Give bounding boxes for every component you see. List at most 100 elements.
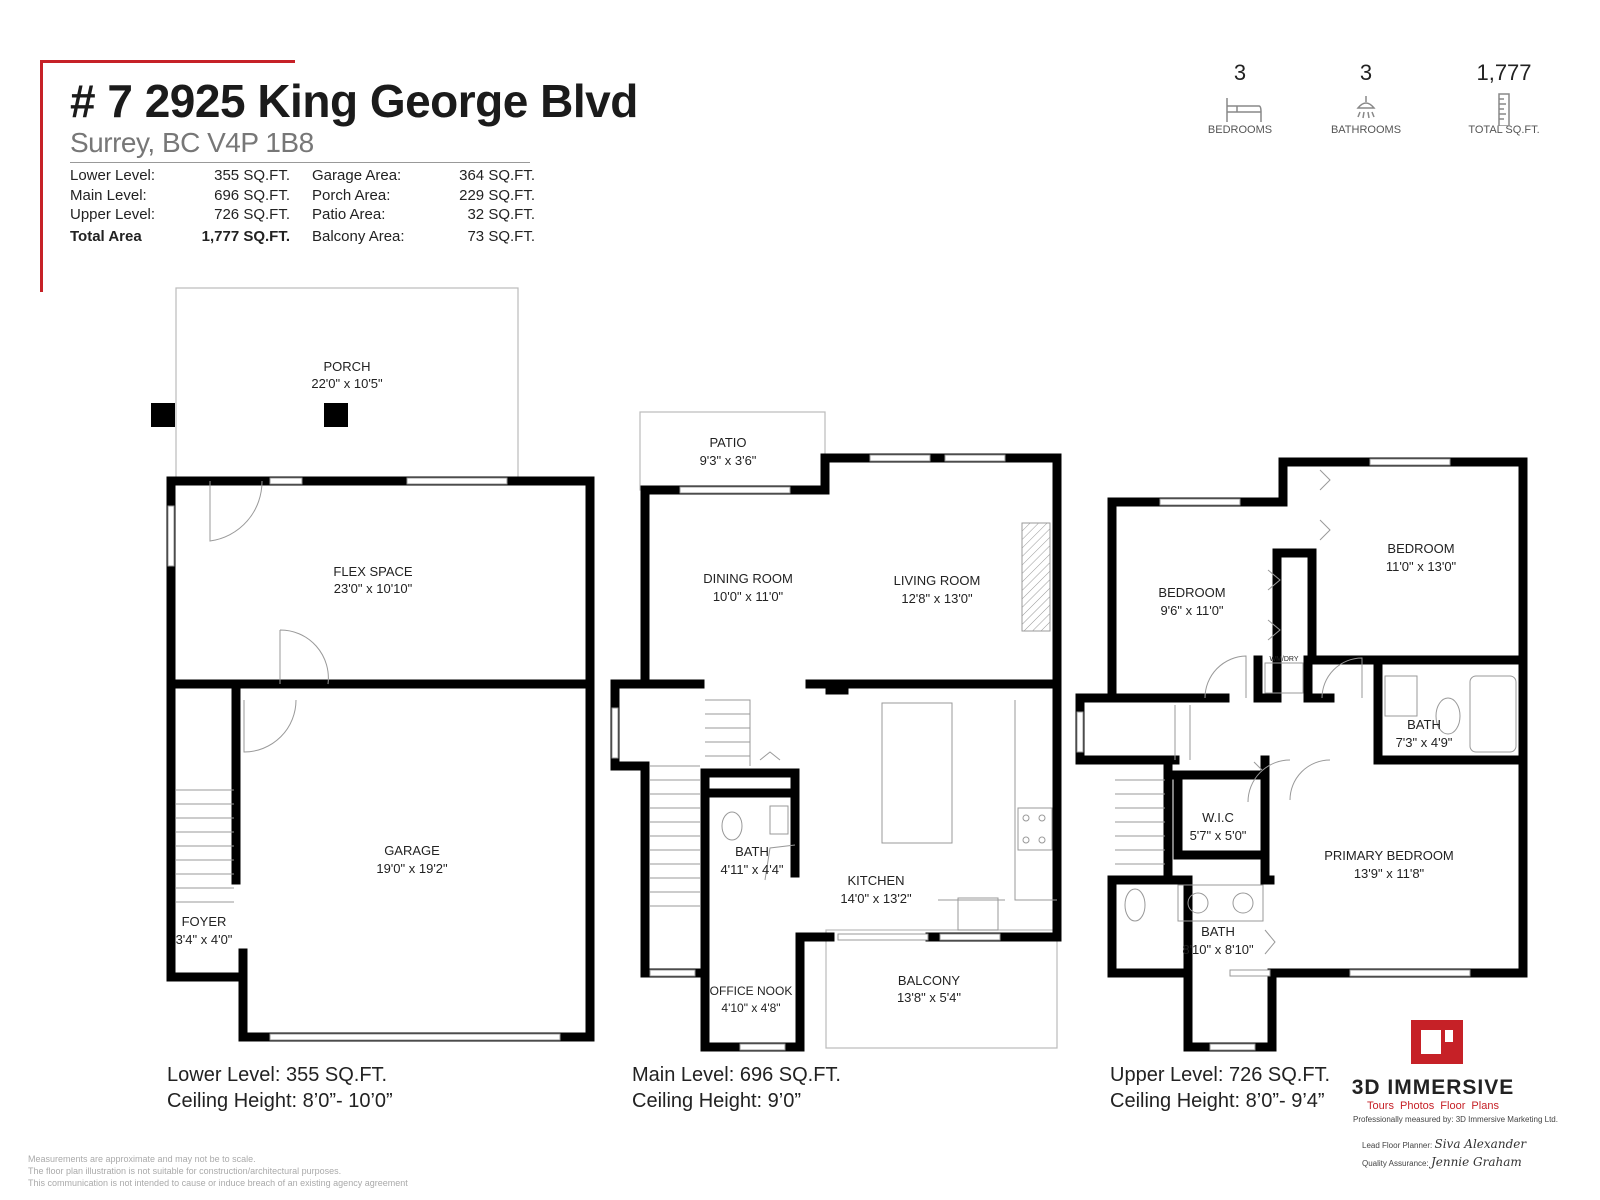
main-walls — [610, 453, 1062, 1052]
room-dims: 13'9" x 11'8" — [1354, 866, 1425, 881]
qa-label: Quality Assurance: — [1362, 1159, 1429, 1168]
planner-label: Lead Floor Planner: — [1362, 1141, 1433, 1150]
room-labels: PORCH 22'0" x 10'5" FLEX SPACE 23'0" x 1… — [176, 359, 1457, 1015]
upper-walls — [1075, 457, 1528, 1052]
room-dims: 22'0" x 10'5" — [311, 376, 383, 391]
room-name: BATH — [735, 844, 769, 859]
room-name: DINING ROOM — [703, 571, 793, 586]
area-label: Upper Level: — [70, 206, 156, 223]
stat-bedrooms: 3 BEDROOMS — [1185, 60, 1295, 150]
room-dims: 9'3" x 3'6" — [700, 453, 757, 468]
room-name: W.I.C — [1202, 810, 1234, 825]
room-dims: 9'6" x 11'0" — [1160, 603, 1223, 618]
upper-details — [1115, 469, 1517, 955]
accent-bar-vertical — [40, 60, 43, 292]
area-label: Total Area — [70, 228, 142, 245]
room-dims: 3'4" x 4'0" — [176, 932, 233, 947]
level-ceiling: Ceiling Height: 9’0” — [632, 1090, 801, 1112]
stat-value: 3 — [1233, 60, 1247, 85]
qa-credit: Quality Assurance: Jennie Graham — [1362, 1155, 1522, 1169]
area-row: Garage Area: 364 SQ.FT. — [312, 166, 535, 185]
lower-windows — [167, 477, 561, 1041]
property-address: # 7 2925 King George Blvd — [70, 75, 638, 127]
area-summary-left: Lower Level: 355 SQ.FT. Main Level: 696 … — [70, 166, 290, 246]
area-label: Main Level: — [70, 187, 147, 204]
area-row: Main Level: 696 SQ.FT. — [70, 186, 290, 205]
level-ceiling: Ceiling Height: 8’0”- 10’0” — [167, 1090, 393, 1112]
room-name: KITCHEN — [847, 873, 904, 888]
area-value: 229 SQ.FT. — [459, 187, 535, 204]
main-windows — [611, 454, 1006, 1051]
area-label: Lower Level: — [70, 167, 156, 184]
area-value: 1,777 SQ.FT. — [201, 228, 290, 245]
area-value: 73 SQ.FT. — [467, 228, 535, 245]
disclaimer: Measurements are approximate and may not… — [28, 1153, 408, 1189]
upper-level-plan — [1075, 457, 1528, 1052]
upper-windows — [1076, 458, 1471, 1051]
room-name: BATH — [1407, 717, 1441, 732]
area-row: Balcony Area: 73 SQ.FT. — [312, 227, 535, 246]
ruler-icon — [1498, 93, 1510, 126]
patio-outline — [639, 411, 826, 491]
area-label: Garage Area: — [312, 167, 402, 184]
room-name: GARAGE — [384, 843, 440, 858]
property-city: Surrey, BC V4P 1B8 — [70, 127, 314, 158]
area-value: 364 SQ.FT. — [459, 167, 535, 184]
measured-by: Professionally measured by: 3D Immersive… — [1353, 1115, 1558, 1124]
room-dims: 14'0" x 13'2" — [840, 891, 912, 906]
room-name: PRIMARY BEDROOM — [1324, 848, 1454, 863]
brand-mark-icon — [1411, 1020, 1463, 1064]
brand-name: 3D IMMERSIVE — [1351, 1076, 1515, 1099]
room-dims: 12'8" x 13'0" — [901, 591, 973, 606]
bed-icon — [1226, 98, 1262, 122]
area-row: Lower Level: 355 SQ.FT. — [70, 166, 290, 185]
room-name: PATIO — [709, 435, 746, 450]
area-row: Porch Area: 229 SQ.FT. — [312, 186, 535, 205]
level-area: Upper Level: 726 SQ.FT. — [1110, 1064, 1331, 1086]
porch-post — [324, 403, 348, 427]
stat-label: BEDROOMS — [1207, 124, 1273, 136]
room-dims: 13'8" x 5'4" — [897, 990, 961, 1005]
room-dims: 4'11" x 4'4" — [720, 862, 783, 877]
room-dims: 4'10" x 4'8" — [721, 1001, 780, 1015]
main-level-caption: Main Level: 696 SQ.FT. Ceiling Height: 9… — [632, 1062, 841, 1114]
balcony-outline — [825, 929, 1058, 1049]
area-label: Balcony Area: — [312, 228, 405, 245]
accent-bar-horizontal — [40, 60, 295, 63]
lower-level-plan — [151, 287, 595, 1042]
room-name: PORCH — [324, 359, 371, 374]
room-name: BEDROOM — [1158, 585, 1225, 600]
stat-total-sqft: 1,777 TOTAL SQ.FT. — [1449, 60, 1559, 150]
stat-label: TOTAL SQ.FT. — [1468, 124, 1540, 136]
planner-credit: Lead Floor Planner: Siva Alexander — [1362, 1137, 1526, 1151]
area-value: 696 SQ.FT. — [214, 187, 290, 204]
stat-value: 1,777 — [1476, 60, 1532, 85]
area-label: Porch Area: — [312, 187, 391, 204]
stat-label: BATHROOMS — [1330, 124, 1402, 136]
lower-level-caption: Lower Level: 355 SQ.FT. Ceiling Height: … — [167, 1062, 393, 1114]
area-value: 726 SQ.FT. — [214, 206, 290, 223]
level-area: Main Level: 696 SQ.FT. — [632, 1064, 841, 1086]
room-dims: 10'0" x 11'0" — [713, 589, 784, 604]
room-dims: 23'0" x 10'10" — [334, 581, 413, 596]
area-row-total: Total Area 1,777 SQ.FT. — [70, 227, 290, 246]
disclaimer-line: The floor plan illustration is not suita… — [28, 1166, 342, 1176]
level-area: Lower Level: 355 SQ.FT. — [167, 1064, 388, 1086]
area-value: 32 SQ.FT. — [467, 206, 535, 223]
porch-post — [151, 403, 175, 427]
planner-signature: Siva Alexander — [1434, 1137, 1527, 1151]
stat-bathrooms: 3 BATHROOMS — [1311, 60, 1421, 150]
room-dims: 7'3" x 4'9" — [1396, 735, 1453, 750]
room-name: BATH — [1201, 924, 1235, 939]
level-ceiling: Ceiling Height: 8’0”- 9’4” — [1110, 1090, 1325, 1112]
disclaimer-line: Measurements are approximate and may not… — [28, 1154, 256, 1164]
header-divider — [70, 162, 530, 163]
area-row: Upper Level: 726 SQ.FT. — [70, 205, 290, 224]
area-summary-right: Garage Area: 364 SQ.FT. Porch Area: 229 … — [312, 166, 535, 246]
upper-level-caption: Upper Level: 726 SQ.FT. Ceiling Height: … — [1110, 1062, 1330, 1114]
room-name: OFFICE NOOK — [710, 984, 793, 998]
brand-tagline: Tours Photos Floor Plans — [1367, 1100, 1499, 1112]
room-name: BEDROOM — [1387, 541, 1454, 556]
shower-icon — [1356, 96, 1376, 119]
